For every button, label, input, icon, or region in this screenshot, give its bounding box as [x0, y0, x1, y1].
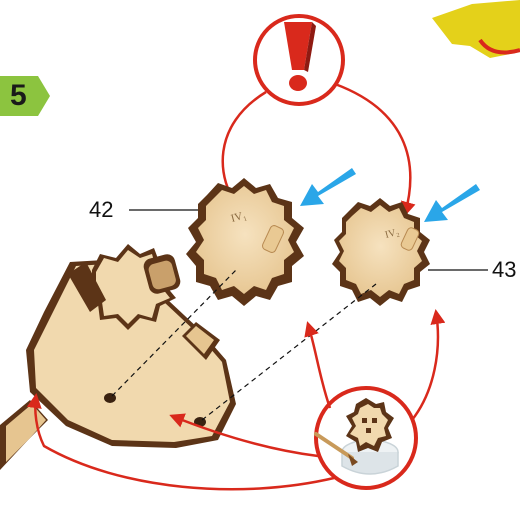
gear-42: IV₁	[186, 178, 304, 306]
exclamation-warning-icon	[255, 16, 343, 104]
step-badge: 5	[0, 76, 50, 116]
warning-arrow-right	[335, 84, 410, 214]
part-label-42: 42	[89, 198, 113, 222]
blue-arrow-icon-2	[424, 184, 480, 222]
glue-arrow-gear43	[412, 312, 438, 420]
step-number: 5	[10, 78, 27, 114]
glue-pot-icon	[316, 388, 416, 488]
part-label-43: 43	[492, 258, 516, 282]
glue-arrow-gear42	[308, 324, 330, 408]
blue-arrow-icon	[300, 168, 356, 206]
gear-43: IV₂	[332, 198, 430, 306]
yellow-part-hint-icon	[432, 0, 520, 58]
